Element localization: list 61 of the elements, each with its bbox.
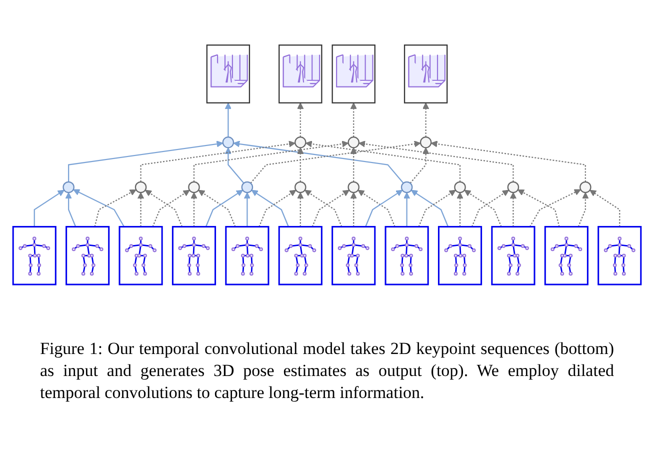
node-picture [118, 226, 163, 286]
arrow [73, 189, 125, 228]
arrow [68, 140, 224, 182]
arrow [198, 190, 236, 228]
arrow [410, 190, 449, 228]
arrow [258, 190, 296, 228]
arrow [518, 190, 560, 228]
arrow [365, 190, 403, 228]
arrow [190, 192, 198, 227]
node-picture [172, 226, 216, 286]
arrow [418, 190, 456, 228]
arrow [193, 140, 349, 182]
arrow [529, 189, 581, 228]
arrow [350, 102, 357, 138]
node-picture [598, 226, 642, 286]
arrow [312, 190, 350, 228]
arrow [205, 190, 244, 228]
arrow [65, 192, 76, 228]
arrow [304, 190, 342, 228]
arrow [510, 192, 517, 227]
node-picture [438, 226, 482, 286]
arrow [403, 192, 410, 227]
arrow [34, 190, 64, 227]
arrow [305, 140, 461, 182]
arrow [152, 190, 190, 228]
node-picture [206, 44, 250, 104]
arrow [233, 140, 404, 184]
arrow [224, 102, 232, 138]
node-picture [491, 226, 536, 286]
arrow [297, 192, 304, 227]
arrow [137, 192, 144, 227]
arrow [410, 148, 430, 184]
node-picture [278, 226, 322, 286]
node-picture [66, 226, 110, 286]
node-picture [404, 44, 448, 104]
arrow [144, 190, 183, 228]
arrow [224, 148, 244, 184]
arrow [350, 192, 357, 227]
node-picture [384, 226, 429, 286]
arrow [578, 192, 589, 228]
arrow [250, 140, 421, 184]
arrow [358, 190, 396, 228]
node-picture [225, 226, 270, 286]
arrow [430, 140, 586, 182]
arrow [471, 190, 510, 228]
arrow [94, 190, 136, 228]
arrow [464, 190, 502, 228]
arrow [422, 102, 430, 138]
arrow [251, 190, 289, 228]
arrow [244, 192, 251, 227]
arrow [350, 148, 357, 182]
arrow [456, 192, 464, 227]
arrow [297, 148, 304, 182]
node-picture [544, 226, 588, 286]
arrow [297, 102, 304, 138]
arrow [358, 140, 514, 182]
arrow [590, 190, 620, 227]
node-picture [12, 226, 56, 286]
figure-caption: Figure 1: Our temporal convolutional model takes 2D keypoint sequences (bottom) as input and generates 3D pose estimates as output (top). We employ dilated temporal convolutions to capture long-term information. [40, 338, 614, 404]
arrow [140, 140, 296, 182]
node-picture [332, 226, 376, 286]
